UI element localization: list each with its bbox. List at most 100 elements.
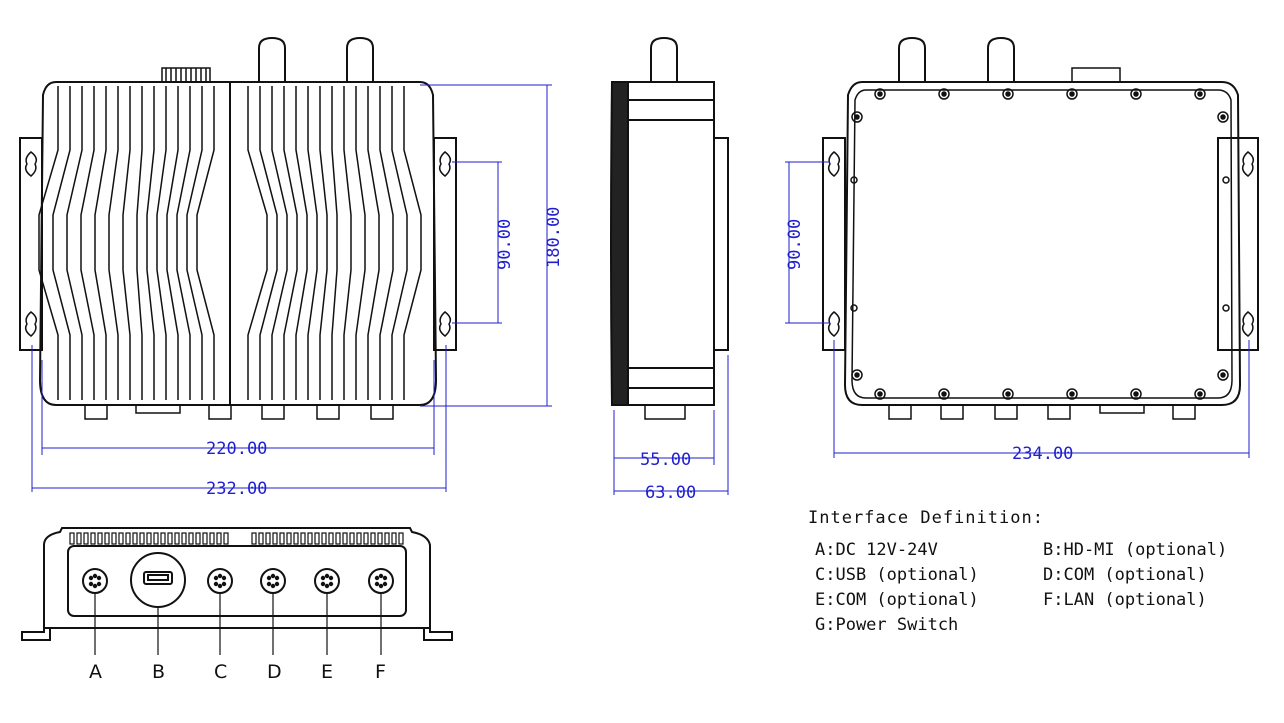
heatsink-fin: [391, 86, 408, 400]
screw-icon: [1217, 369, 1229, 381]
legend-item-g: G:Power Switch: [815, 615, 959, 635]
round-port-icon: [260, 568, 286, 594]
heatsink-fin: [379, 86, 394, 400]
screw-icon: [1130, 88, 1142, 100]
port-label-c: C: [214, 661, 227, 683]
screw-icon: [1066, 388, 1078, 400]
heatsink-fin: [136, 86, 143, 400]
vent-tooth: [195, 532, 201, 545]
vent-tooth: [153, 532, 159, 545]
heatsink-fin: [122, 86, 131, 400]
screw-icon: [938, 88, 950, 100]
port-pin: [382, 581, 388, 587]
front-body: [38, 81, 438, 406]
dim-55: 55.00: [640, 450, 691, 470]
vent-tooth: [146, 532, 152, 545]
vent-tooth: [132, 532, 138, 545]
legend-item-b: B:HD-MI (optional): [1043, 540, 1228, 560]
screw-icon: [938, 388, 950, 400]
port-pin: [88, 581, 94, 587]
port-pin: [217, 573, 223, 579]
screw-icon: [874, 388, 886, 400]
screw-center: [1220, 114, 1226, 120]
heatsink-fin: [271, 86, 288, 400]
legend-title: Interface Definition:: [808, 508, 1044, 528]
vent-tooth: [391, 532, 397, 545]
heatsink-fin: [80, 86, 95, 400]
port-pin: [328, 581, 334, 587]
hdmi-pins: [147, 574, 169, 581]
heatsink-fin: [259, 86, 278, 400]
heatsink-fin: [176, 86, 191, 400]
port-pin: [324, 583, 330, 589]
round-port-icon: [314, 568, 340, 594]
legend-item-e: E:COM (optional): [815, 590, 979, 610]
vent-tooth: [160, 532, 166, 545]
vent-tooth: [349, 532, 355, 545]
vent-tooth: [314, 532, 320, 545]
screw-center: [1069, 391, 1075, 397]
vent-tooth: [111, 532, 117, 545]
front-fins: [38, 86, 422, 400]
screw-icon: [850, 176, 858, 184]
screw-center: [877, 91, 883, 97]
port-pin: [92, 583, 98, 589]
port-pin: [270, 583, 276, 589]
port-label-b: B: [152, 661, 165, 683]
port-pin: [374, 581, 380, 587]
screw-icon: [1194, 388, 1206, 400]
vent-tooth: [167, 532, 173, 545]
dim-90-front: 90.00: [495, 219, 515, 270]
vent-tooth: [356, 532, 362, 545]
front-top-connector: [161, 67, 211, 83]
port-label-f: F: [375, 661, 386, 683]
screw-center: [854, 114, 860, 120]
vent-tooth: [377, 532, 383, 545]
port-pin: [274, 581, 280, 587]
port-pin: [266, 581, 272, 587]
vent-tooth: [286, 532, 292, 545]
heatsink-fin: [295, 86, 308, 400]
vent-tooth: [342, 532, 348, 545]
screw-icon: [851, 111, 863, 123]
screw-icon: [1194, 88, 1206, 100]
screw-center: [1005, 391, 1011, 397]
vent-tooth: [216, 532, 222, 545]
port-label-d: D: [267, 661, 282, 683]
screw-icon: [1130, 388, 1142, 400]
vent-tooth: [328, 532, 334, 545]
screw-icon: [1222, 176, 1230, 184]
screw-icon: [1066, 88, 1078, 100]
port-pin: [378, 583, 384, 589]
vent-tooth: [293, 532, 299, 545]
side-dimensions: [613, 355, 729, 495]
back-dimensions: [785, 161, 1250, 458]
port-pin: [213, 575, 219, 581]
port-pin: [382, 575, 388, 581]
vent-tooth: [265, 532, 271, 545]
screw-center: [1069, 91, 1075, 97]
vent-tooth: [363, 532, 369, 545]
port-pin: [270, 573, 276, 579]
vent-tooth: [97, 532, 103, 545]
screw-icon: [1222, 304, 1230, 312]
dim-232: 232.00: [206, 479, 267, 499]
screw-icon: [1002, 388, 1014, 400]
front-view: [19, 36, 457, 420]
front-mount-brackets: [19, 137, 457, 351]
heatsink-fin: [94, 86, 107, 400]
vent-tooth: [104, 532, 110, 545]
heatsink-fin: [283, 86, 298, 400]
heatsink-fin: [319, 86, 328, 400]
vent-tooth: [321, 532, 327, 545]
port-pin: [221, 581, 227, 587]
heatsink-fin: [247, 86, 268, 400]
port-pin: [324, 573, 330, 579]
vent-tooth: [251, 532, 257, 545]
front-bottom-ports: [84, 404, 394, 420]
screw-icon: [850, 304, 858, 312]
port-label-a: A: [89, 661, 102, 683]
vent-tooth: [279, 532, 285, 545]
vent-tooth: [209, 532, 215, 545]
